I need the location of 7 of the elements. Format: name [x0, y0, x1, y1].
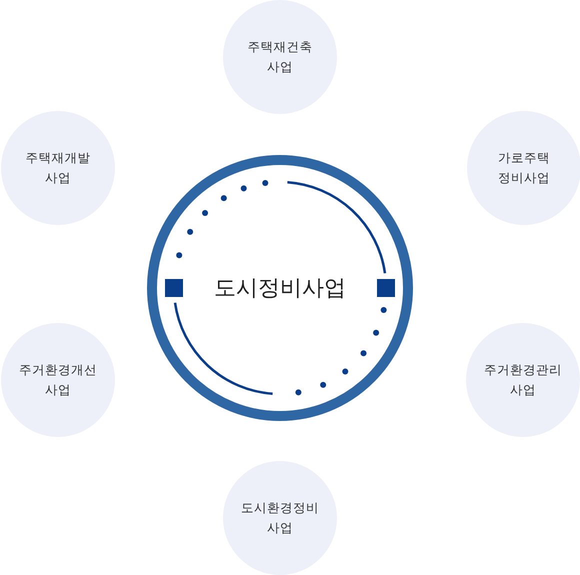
- node-label: 주거환경관리 사업: [483, 361, 563, 399]
- node-label: 도시정비사업: [214, 275, 346, 303]
- node-label: 가로주택 정비사업: [497, 149, 551, 187]
- node-label: 주택재개발 사업: [24, 149, 92, 187]
- node-label: 도시환경정비 사업: [240, 499, 320, 537]
- node-label: 주택재건축 사업: [246, 38, 314, 76]
- node-label: 주거환경개선 사업: [18, 361, 98, 399]
